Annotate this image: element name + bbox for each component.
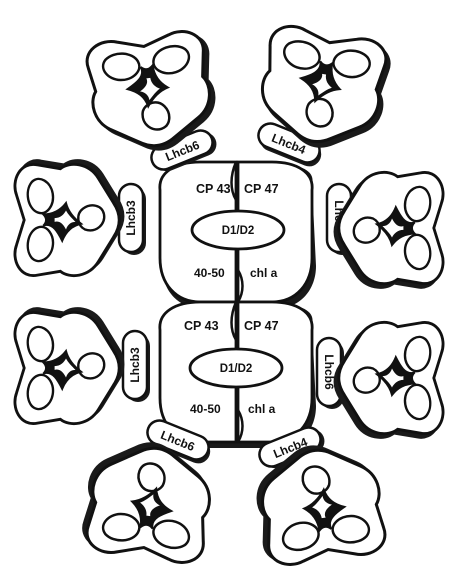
chl-a-label: chl a	[248, 402, 276, 416]
lhcii-trimer-mid-upper-left	[15, 161, 123, 276]
chl-count-label: 40-50	[194, 266, 225, 280]
chl-count-label: 40-50	[190, 402, 221, 416]
lhcb3-lower: Lhcb3	[123, 331, 150, 402]
lhcii-trimer-mid-lower-left	[15, 309, 123, 424]
chl-a-label: chl a	[250, 266, 278, 280]
cp47-label: CP 47	[244, 182, 279, 196]
svg-text:Lhcb3: Lhcb3	[128, 347, 142, 383]
cp43-label: CP 43	[196, 182, 231, 196]
d1d2-label: D1/D2	[220, 363, 253, 375]
cp43-label: CP 43	[184, 319, 219, 333]
d1d2-label: D1/D2	[222, 225, 255, 237]
lhcii-trimer-mid-upper-right	[335, 172, 443, 287]
svg-text:Lhcb3: Lhcb3	[124, 200, 138, 236]
cp47-label: CP 47	[244, 319, 279, 333]
lhcii-trimer-mid-lower-right	[335, 322, 443, 437]
